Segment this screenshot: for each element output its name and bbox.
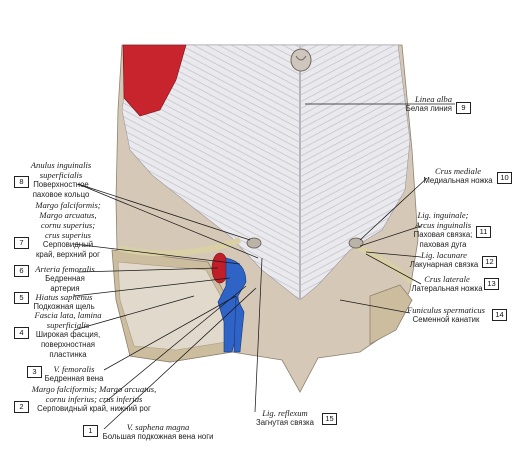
aponeurosis-right xyxy=(300,44,411,301)
label-crus-laterale: Crus laterale Латеральная ножка xyxy=(411,274,483,293)
callout-6: 6 xyxy=(14,265,29,277)
aponeurosis-left xyxy=(121,44,300,301)
callout-8: 8 xyxy=(14,176,29,188)
callout-7: 7 xyxy=(14,237,29,249)
callout-5: 5 xyxy=(14,292,29,304)
label-lig-reflexum: Lig. reflexum Загнутая связка xyxy=(256,408,314,427)
callout-10: 10 xyxy=(497,172,512,184)
ring-right xyxy=(348,237,364,249)
ring-left xyxy=(246,237,262,249)
label-margo-superius: Margo falciformis; Margo arcuatus, cornu… xyxy=(35,200,101,259)
callout-4: 4 xyxy=(14,327,29,339)
callout-9: 9 xyxy=(456,102,471,114)
label-linea-alba: Linea alba Белая линия xyxy=(405,94,452,113)
callout-12: 12 xyxy=(482,256,497,268)
callout-3: 3 xyxy=(27,366,42,378)
label-crus-mediale: Crus mediale Медиальная ножка xyxy=(423,166,493,185)
label-funiculus: Funiculus spermaticus Семенной канатик xyxy=(406,305,486,324)
label-margo-inferius: Margo falciformis; Margo arcuatus, cornu… xyxy=(31,384,157,413)
callout-1: 1 xyxy=(83,425,98,437)
vein-saphena xyxy=(233,295,245,353)
fascia-lata-left xyxy=(117,261,227,351)
rectus-muscle xyxy=(122,44,187,117)
vein-femoral xyxy=(217,257,247,353)
label-anulus: Anulus inguinalis superficialis Поверхно… xyxy=(30,160,92,199)
callout-13: 13 xyxy=(484,278,499,290)
label-lig-lacunare: Lig. lacunare Лакунарная связка xyxy=(409,250,479,269)
label-vena-femoralis: V. femoralis Бедренная вена xyxy=(44,364,104,383)
callout-11: 11 xyxy=(476,226,491,238)
callout-14: 14 xyxy=(492,309,507,321)
label-fascia-lata: Fascia lata, lamina superficialis Широка… xyxy=(34,310,102,359)
callout-2: 2 xyxy=(14,401,29,413)
label-hiatus: Hiatus saphenus Подкожная щель xyxy=(33,292,95,311)
label-arteria: Arteria femoralis Бедренная артерия xyxy=(35,264,95,293)
leader-lines xyxy=(73,103,455,430)
label-saphena: V. saphena magna Большая подкожная вена … xyxy=(102,422,214,441)
thigh-right xyxy=(369,284,413,345)
label-lig-inguinale: Lig. inguinale; Arcus inguinalis Паховая… xyxy=(413,210,473,249)
callout-15: 15 xyxy=(322,413,337,425)
